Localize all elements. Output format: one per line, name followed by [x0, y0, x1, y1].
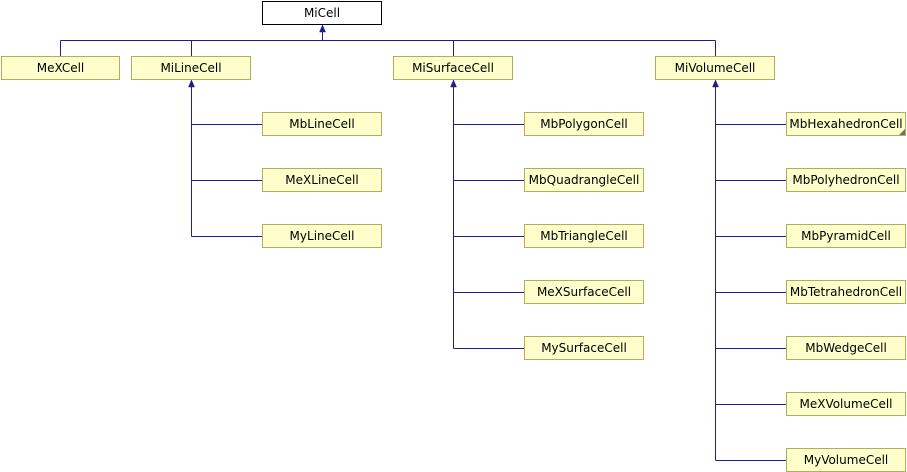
folded-corner-icon [899, 129, 905, 135]
node-mbpolyhedroncell[interactable]: MbPolyhedronCell [786, 168, 906, 192]
node-mivolumecell[interactable]: MiVolumeCell [655, 56, 775, 80]
node-mbtrianglecell[interactable]: MbTriangleCell [524, 224, 644, 248]
node-mexsurfacecell[interactable]: MeXSurfaceCell [524, 280, 644, 304]
node-micell: MiCell [262, 1, 382, 25]
node-mbtetrahedroncell[interactable]: MbTetrahedronCell [786, 280, 906, 304]
node-mbpolygoncell[interactable]: MbPolygonCell [524, 112, 644, 136]
node-mexcell[interactable]: MeXCell [1, 56, 120, 80]
inheritance-arrow-icon [319, 24, 326, 33]
node-mbhexahedroncell[interactable]: MbHexahedronCell [786, 112, 906, 136]
node-mbpyramidcell[interactable]: MbPyramidCell [786, 224, 906, 248]
node-mexlinecell[interactable]: MeXLineCell [262, 168, 382, 192]
node-myvolumecell[interactable]: MyVolumeCell [786, 448, 906, 472]
node-milinecell[interactable]: MiLineCell [131, 56, 251, 80]
node-mbhexahedroncell-label: MbHexahedronCell [789, 117, 903, 131]
node-mbwedgecell[interactable]: MbWedgeCell [786, 336, 906, 360]
node-mysurfacecell[interactable]: MySurfaceCell [524, 336, 644, 360]
node-mexvolumecell[interactable]: MeXVolumeCell [786, 392, 906, 416]
node-mbquadranglecell[interactable]: MbQuadrangleCell [524, 168, 644, 192]
node-mblinecell[interactable]: MbLineCell [262, 112, 382, 136]
node-misurfacecell[interactable]: MiSurfaceCell [393, 56, 513, 80]
node-mylinecell[interactable]: MyLineCell [262, 224, 382, 248]
